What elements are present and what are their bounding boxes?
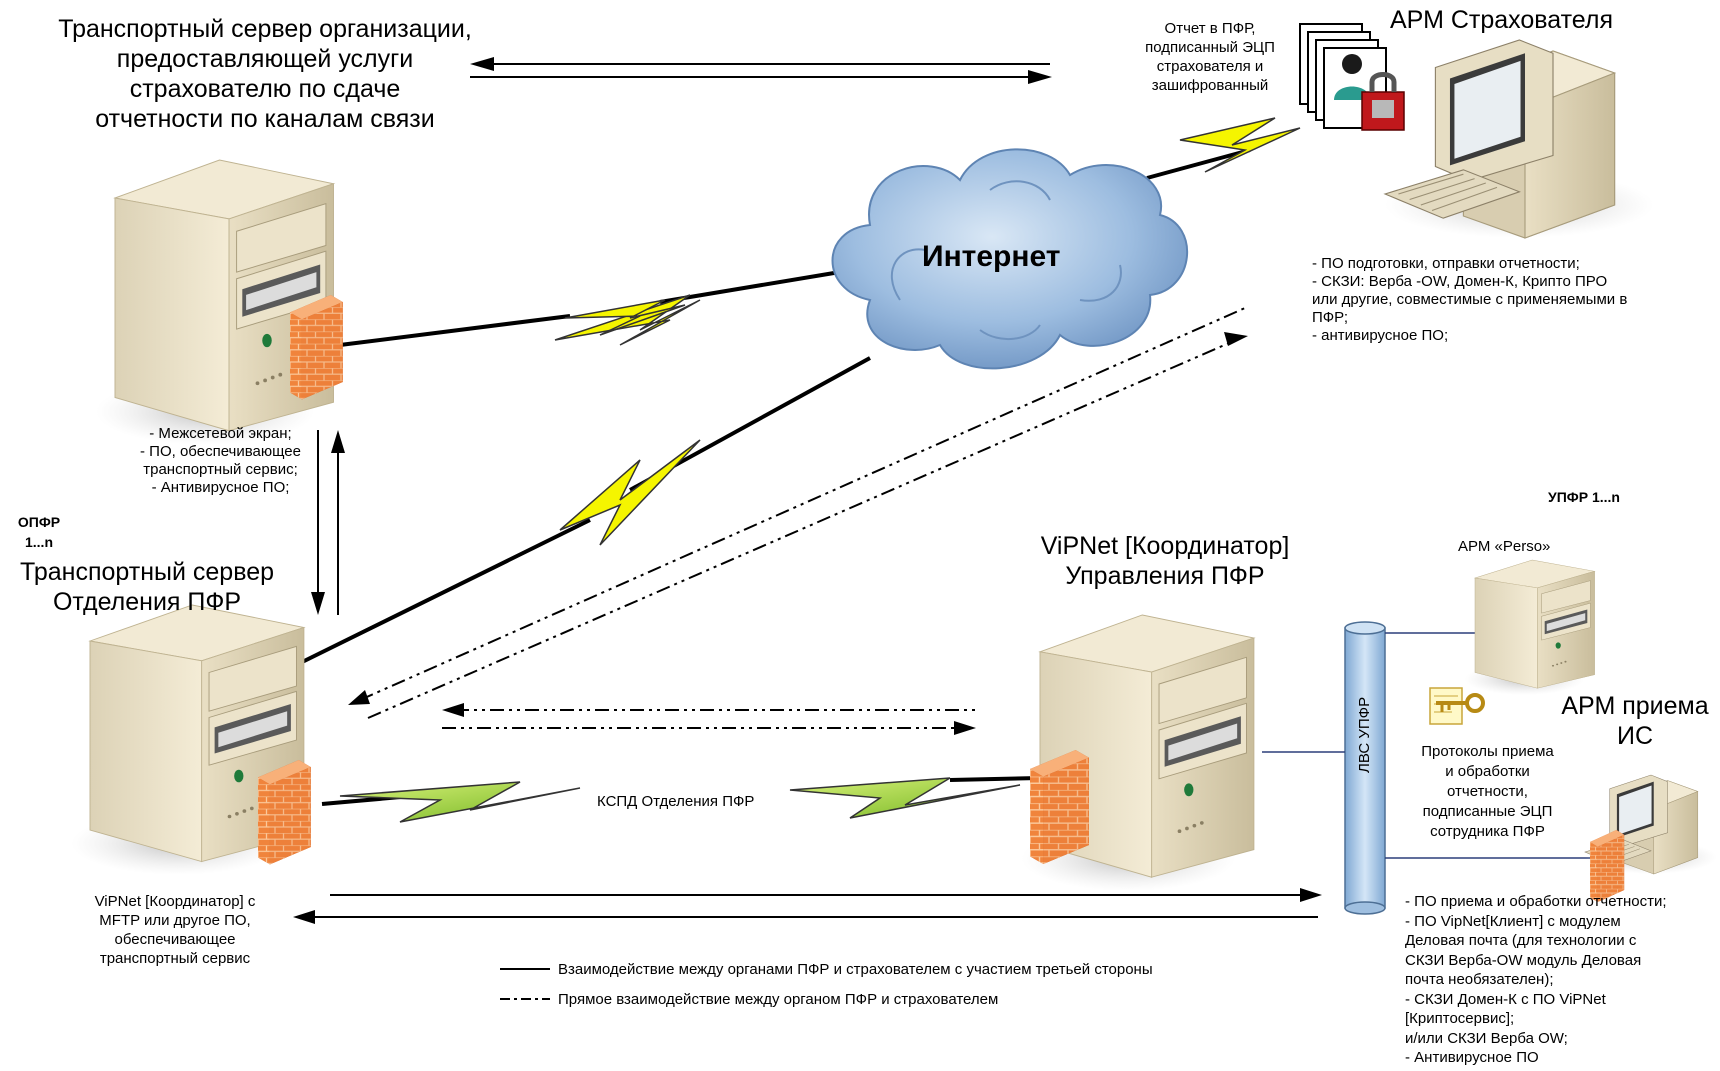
lan-label: ЛВС УПФР [1356,697,1376,773]
top-transport-server-icon [95,159,334,446]
arrow-diagonal-dashdot-1 [348,307,1246,705]
report-pfr-label: Отчет в ПФР, подписанный ЭЦП страховател… [1145,20,1275,94]
vipnet-coordinator-title: ViPNet [Координатор] Управления ПФР [1040,532,1290,590]
arm-perso-label: АРМ «Perso» [1458,538,1551,555]
firewall-icon [258,760,311,865]
firewall-icon [290,295,343,400]
workstation-icon [1384,39,1655,239]
cloud-icon [831,148,1189,370]
arm-perso-server-icon [1464,559,1595,696]
kspd-label: КСПД Отделения ПФР [595,793,757,810]
lan-cylinder-icon [1344,621,1386,915]
arm-is-software: - ПО приема и обработки отчетности; - ПО… [1405,893,1667,1066]
lightning-icon [559,439,701,546]
opfr-label: ОПФР 1...n [17,514,61,550]
legend-solid-text: Взаимодействие между органами ПФР и стра… [558,961,1153,978]
document-icon [1299,23,1405,131]
lightning-icon [1179,117,1301,173]
arrow-diagonal-dashdot-2 [367,332,1248,719]
arrow-bottom-right [330,888,1322,902]
arrow-vertical-down [311,430,325,615]
arm-insurer-software: - ПО подготовки, отправки отчетности; - … [1312,255,1628,344]
lan-links [1262,632,1595,859]
arm-is-title: АРМ приема ИС [1561,692,1709,750]
arrow-top-right [470,70,1052,84]
arrow-horizontal-dashdot-left [442,703,980,717]
key-icon [1429,687,1485,725]
top-server-title: Транспортный сервер организации, предост… [58,15,472,133]
lightning-icon [339,781,581,823]
arrow-top-left [470,57,1050,71]
arrow-horizontal-dashdot-right [442,721,976,735]
internet-label: Интернет [922,240,1061,273]
protocols-label: Протоколы приема и обработки отчетности,… [1421,743,1554,840]
firewall-icon [1030,750,1089,864]
upfr-label: УПФР 1...n [1548,489,1620,505]
transport-opfr-title: Транспортный сервер Отделения ПФР [19,558,275,616]
top-server-software: - Межсетевой экран; - ПО, обеспечивающее… [140,425,301,496]
arm-insurer-title: АРМ Страхователя [1390,6,1613,34]
legend-dashdot-text: Прямое взаимодействие между органом ПФР … [558,991,999,1008]
arrow-bottom-left [293,910,1318,924]
arrow-vertical-up [331,430,345,615]
lightning-icon [789,777,1021,819]
opfr-server-software: ViPNet [Координатор] с MFTP или другое П… [94,893,256,967]
lightning-icon [554,294,701,346]
